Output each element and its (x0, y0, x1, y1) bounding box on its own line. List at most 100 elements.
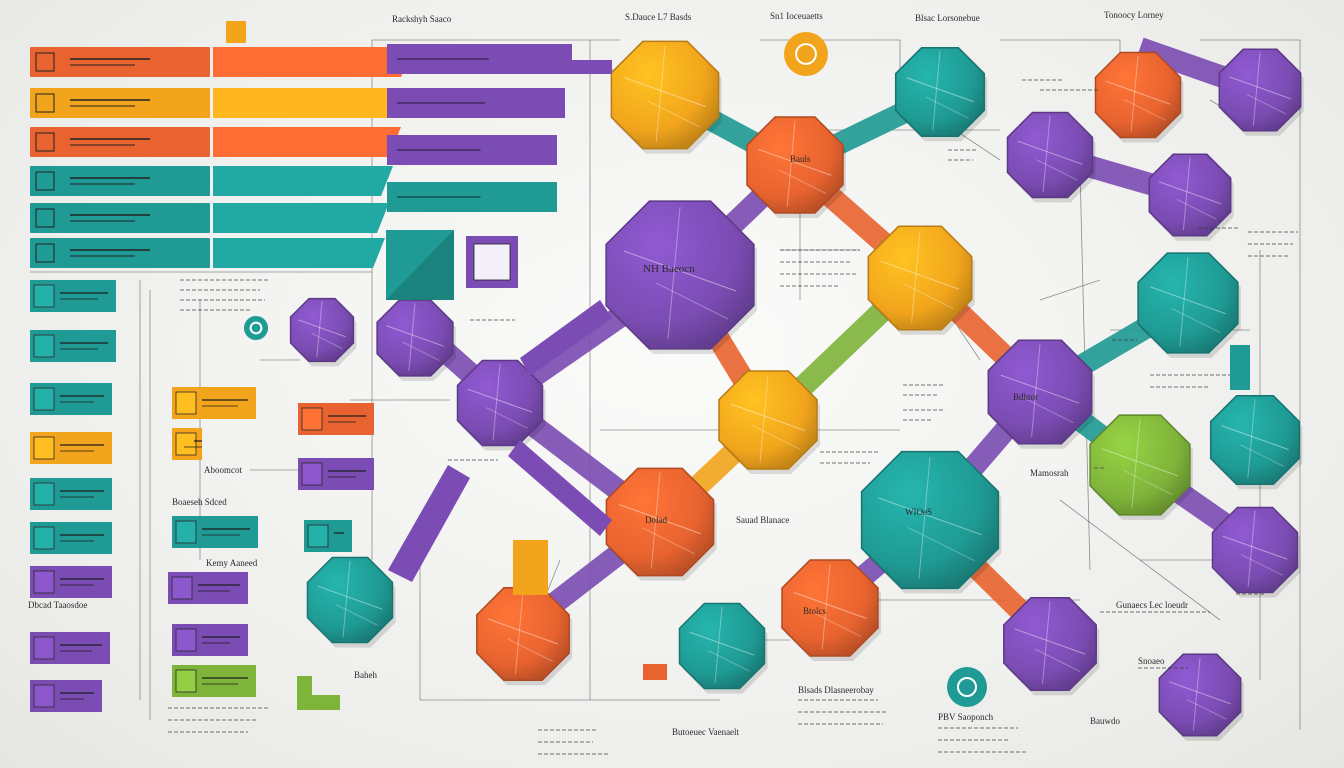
label-bar-tail (213, 203, 389, 233)
node-facet-line (730, 403, 806, 432)
diagram-node (1209, 394, 1301, 486)
tile-icon (175, 391, 197, 415)
diagram-node (456, 359, 544, 447)
tile-icon (171, 576, 193, 600)
node-facet-line (492, 363, 501, 440)
node-facet-line (1176, 198, 1217, 220)
side-label: Bauwdo (1090, 716, 1120, 726)
node-facet-line (624, 77, 706, 108)
node-facet-line (1240, 444, 1285, 467)
accent-tab (226, 21, 246, 43)
node-label: Btolcs (803, 606, 827, 616)
node-facet-line (1229, 76, 1291, 100)
node-facet-line (902, 283, 954, 310)
node-facet-line (1246, 93, 1287, 115)
label-bar-tail (213, 127, 401, 157)
accent-block (297, 676, 340, 710)
title-label: S.Dauce L7 Basds (625, 12, 692, 22)
tile-icon (301, 462, 323, 486)
bar-icon-frame (35, 52, 55, 72)
diagram-node (605, 467, 715, 577)
node-facet-line (907, 526, 975, 562)
icon-circle (784, 32, 828, 76)
node-facet-line (906, 77, 974, 103)
tile-icon (33, 684, 55, 708)
label-bar-tail (213, 238, 385, 268)
node-facet-line (1222, 535, 1288, 560)
node-facet-line (878, 497, 982, 536)
node-facet-line (1221, 425, 1289, 451)
connector-line (1039, 279, 1101, 301)
label-bar (30, 127, 210, 157)
title-label: Rackshyh Saaco (392, 14, 452, 24)
title-label: Sn1 Ioceuaetts (770, 11, 823, 21)
node-label: NH Baeocn (643, 263, 695, 275)
diagram-node (1006, 111, 1094, 199)
node-facet-line (1150, 286, 1226, 315)
accent-tab (643, 664, 667, 680)
side-label: Snoaeo (1138, 656, 1165, 666)
node-facet-line (880, 260, 960, 290)
title-label: Blsac Lorsonebue (915, 13, 980, 23)
node-facet-line (467, 388, 533, 413)
tile-icon (33, 482, 55, 506)
side-label: Gunaecs Lec loeudr (1116, 600, 1188, 610)
icon-circle (244, 316, 268, 340)
diagram-node (867, 225, 973, 331)
node-label: Dolad (645, 515, 667, 525)
node-facet-line (1042, 601, 1051, 685)
node-facet-line (667, 206, 681, 340)
node-facet-line (1169, 681, 1231, 705)
node-facet-line (402, 341, 440, 361)
side-label: Butoeuec Vaenaelt (672, 727, 740, 737)
diagram-node (894, 46, 986, 138)
node-facet-line (925, 96, 970, 119)
node-facet-line (786, 120, 796, 207)
bar-icon-frame (35, 208, 55, 228)
side-label: PBV Saoponch (938, 712, 994, 722)
node-facet-line (487, 618, 559, 645)
node-facet-line (1247, 399, 1256, 479)
slanted-ribbon (520, 300, 612, 376)
tile-icon (33, 284, 55, 308)
node-facet-line (335, 604, 378, 626)
diagram-node (987, 339, 1093, 445)
node-facet-line (515, 591, 524, 675)
node-facet-line (311, 332, 343, 350)
tile-icon (33, 526, 55, 550)
node-facet-line (1042, 115, 1051, 192)
bar-icon-frame (35, 243, 55, 263)
diagram-node (746, 116, 844, 214)
node-facet-line (689, 631, 755, 656)
node-facet-line (650, 472, 661, 569)
square-block-inner (473, 243, 511, 281)
icon-ring (795, 43, 817, 65)
accent-block (513, 540, 548, 595)
node-facet-line (911, 230, 921, 323)
node-facet-line (1179, 257, 1189, 347)
node-facet-line (1014, 628, 1086, 655)
icon-circle (947, 667, 987, 707)
node-facet-line (1035, 159, 1078, 181)
node-facet-line (655, 282, 729, 320)
node-label: Bauls (790, 154, 811, 164)
slanted-ribbon (508, 440, 612, 536)
node-facet-line (759, 374, 769, 463)
label-bar (30, 166, 210, 196)
node-facet-line (1192, 657, 1201, 731)
node-facet-line (1159, 181, 1221, 205)
tile-icon (307, 524, 329, 548)
side-label: Boaeseh Sdced (172, 497, 227, 507)
tile-icon (33, 570, 55, 594)
node-facet-line (1130, 55, 1139, 132)
label-bar (30, 88, 210, 118)
node-facet-line (342, 560, 351, 637)
node-facet-line (1186, 698, 1227, 720)
icon-ring (957, 677, 977, 697)
node-facet-line (814, 612, 862, 638)
diagram-node (678, 602, 766, 690)
diagram-node (376, 299, 454, 377)
diagram-node (1003, 597, 1097, 691)
label-bar (30, 203, 210, 233)
